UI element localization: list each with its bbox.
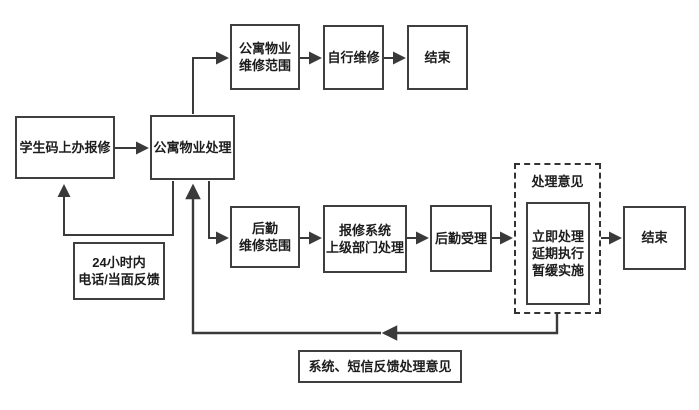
connector-feedback-24h [57,181,174,236]
node-end-top: 结束 [407,25,468,90]
node-repair-system-upper-dept: 报修系统 上级部门处理 [323,205,407,273]
node-label: 后勤受理 [434,230,487,246]
group-handling-opinion: 处理意见 立即处理 延期执行 暂缓实施 [514,163,601,314]
node-label-line: 维修范围 [238,58,291,73]
label-text: 系统、短信反馈处理意见 [308,358,452,374]
node-label-line: 延期执行 [531,245,584,261]
node-apartment-repair-scope: 公寓物业 维修范围 [230,24,300,90]
group-title: 处理意见 [531,174,584,189]
node-label: 公寓物业处理 [153,139,232,155]
node-apartment-property-handling: 公寓物业处理 [150,115,235,180]
node-label-line: 立即处理 [531,228,584,244]
node-student-scan-report: 学生码上办报修 [15,116,115,179]
label-line: 电话/当面反馈 [78,272,160,287]
node-label-line: 暂缓实施 [531,263,584,279]
node-label-line: 报修系统 [338,222,391,238]
node-opinion-options: 立即处理 延期执行 暂缓实施 [526,202,590,305]
node-label-line: 后勤 [251,220,278,236]
node-label: 结束 [424,49,451,65]
node-logistics-repair-scope: 后勤 维修范围 [230,206,300,268]
node-label-line: 维修范围 [238,238,291,253]
node-label-line: 上级部门处理 [325,240,404,255]
node-label: 自行维修 [327,49,380,65]
connector-apt-to-apt-scope [192,51,229,114]
node-label: 结束 [641,230,668,246]
label-line: 24小时内 [92,254,146,270]
connector-feedback-sms-left [185,183,381,335]
connector-feedback-sms-right [381,314,559,341]
node-logistics-acceptance: 后勤受理 [430,205,492,272]
node-self-repair: 自行维修 [323,25,384,90]
connector-apt-to-logistics-scope [208,181,229,245]
node-end-right: 结束 [623,206,686,270]
node-label-line: 公寓物业 [238,40,291,56]
label-sms-feedback: 系统、短信反馈处理意见 [298,350,462,383]
node-label: 学生码上办报修 [19,139,111,155]
label-24h-feedback: 24小时内 电话/当面反馈 [73,242,165,300]
